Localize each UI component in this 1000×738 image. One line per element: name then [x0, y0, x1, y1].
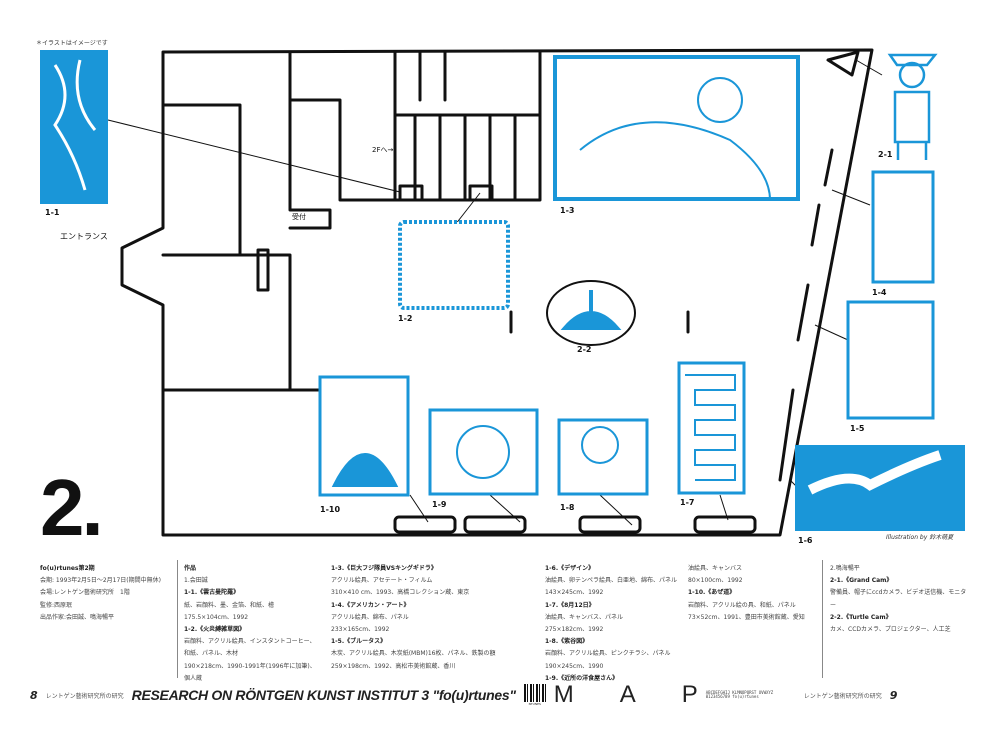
barcode: NTUNES — [523, 684, 546, 706]
page-number-right: 9 — [889, 688, 898, 702]
work-title: 1-6.《デザイン》 — [545, 565, 595, 572]
work-detail: 木炭、アクリル絵具、木炭紙(MBM)16枚、パネル、鉄製の額 — [331, 650, 496, 658]
work-detail: 紙、岩顔料、墨、金箔、和紙、檜 — [184, 601, 275, 609]
artwork-1-7 — [677, 361, 746, 495]
works-column-3: 1-6.《デザイン》 油絵具、卵テンペラ絵具、白亜地、綿布、パネル 143×24… — [545, 563, 680, 685]
floor-map — [40, 48, 965, 537]
info-line: 会場:レントゲン藝術研究所 1階 — [40, 589, 130, 597]
work-detail: アクリル絵具、アセテート・フィルム — [331, 577, 433, 585]
artist-name: 1.会田誠 — [184, 577, 208, 585]
works-column-2: 1-3.《巨大フジ隊員VSキングギドラ》 アクリル絵具、アセテート・フィルム 3… — [331, 563, 536, 673]
artwork-1-9 — [428, 408, 539, 496]
page-footer: 8 レントゲン藝術研究所の研究 RESEARCH ON RÖNTGEN KUNS… — [30, 681, 970, 708]
info-line: 会期: 1993年2月5日～2月17日(期間中無休) — [40, 577, 161, 585]
artist-name: 2.鳴海暢平 — [830, 565, 860, 572]
works-column-5: 2.鳴海暢平 2-1.《Grand Cam》 警備員、帽子にccdカメラ、ビデオ… — [830, 563, 970, 636]
work-detail: 油絵具、キャンバス、パネル — [545, 613, 624, 621]
section-number: 2. — [40, 463, 104, 552]
artwork-2-1 — [887, 53, 938, 160]
work-title: 2-1.《Grand Cam》 — [830, 577, 893, 585]
building-outline — [120, 48, 874, 537]
work-detail: アクリル絵具、綿布、パネル — [331, 613, 409, 621]
work-detail: 190×245cm、1990 — [545, 662, 604, 670]
work-title: 1-9.《近所の洋食屋さん》 — [545, 674, 619, 682]
barcode-graphic — [523, 684, 546, 702]
work-detail: 80×100cm、1992 — [688, 577, 743, 585]
work-title: 2-2.《Turtle Cam》 — [830, 613, 892, 621]
label-2-1: 2-1 — [878, 150, 893, 159]
reception-label: 受付 — [292, 213, 306, 221]
artwork-1-3 — [553, 55, 800, 201]
work-detail: 175.5×104cm、1992 — [184, 613, 249, 621]
column-divider — [822, 560, 823, 678]
work-detail: 岩顔料、アクリル絵具、インスタントコーヒー、和紙、パネル、木材 — [184, 638, 316, 658]
stairs-label: 2Fへ→ — [372, 146, 394, 154]
artwork-1-2 — [398, 220, 510, 310]
label-1-5: 1-5 — [850, 424, 865, 433]
info-line: 監修:西原珉 — [40, 601, 73, 609]
work-detail: 73×52cm、1991、豊田市美術館蔵、愛知 — [688, 613, 805, 621]
exhibition-title: fo(u)rtunes第2期 — [40, 565, 95, 572]
work-detail: 岩顔料、アクリル絵具、ピンクチラシ、パネル — [545, 650, 671, 658]
illustration-credit: Illustration by 鈴木萌夏 — [886, 534, 954, 541]
works-column-4: 油絵具、キャンバス 80×100cm、1992 1-10.《あぜ道》 岩顔料、ア… — [688, 563, 820, 624]
label-2-2: 2-2 — [577, 345, 592, 354]
section-name-left: レントゲン藝術研究所の研究 — [45, 692, 124, 700]
label-1-3: 1-3 — [560, 206, 575, 215]
label-1-2: 1-2 — [398, 314, 413, 323]
artwork-1-5 — [846, 300, 935, 420]
work-title: 1-7.《8月12日》 — [545, 601, 595, 609]
label-1-4: 1-4 — [872, 288, 887, 297]
works-column-1: 作品 1.会田誠 1-1.《雲古曼陀羅》 紙、岩顔料、墨、金箔、和紙、檜 175… — [184, 563, 319, 685]
work-detail: 190×218cm、1990-1991年(1996年に加筆)、個人蔵 — [184, 662, 316, 682]
barcode-text: NTUNES — [528, 702, 541, 706]
work-title: 1-3.《巨大フジ隊員VSキングギドラ》 — [331, 565, 437, 572]
work-title: 1-8.《紫谷図》 — [545, 638, 589, 646]
work-title: 1-4.《アメリカン・アート》 — [331, 601, 410, 609]
artwork-1-8 — [557, 418, 649, 496]
page-number-left: 8 — [30, 688, 38, 702]
work-detail: 259×198cm、1992、高松市美術館蔵、香川 — [331, 662, 456, 670]
work-title: 1-5.《ブルータス》 — [331, 638, 387, 646]
illustration-note: ＊イラストはイメージです — [36, 40, 108, 47]
decorative-type: ABCDEFGHIJ KLMNOPQRST UVWXYZ 0123456789 … — [705, 690, 774, 699]
running-title: RESEARCH ON RÖNTGEN KUNST INSTITUT 3 "fo… — [131, 687, 516, 703]
label-1-8: 1-8 — [560, 503, 575, 512]
artwork-1-4 — [871, 170, 935, 284]
label-1-6: 1-6 — [798, 536, 813, 545]
works-heading: 作品 — [184, 565, 197, 572]
map-letter: M — [553, 681, 574, 708]
work-detail: 310×410 cm、1993、高橋コレクション蔵、東京 — [331, 589, 470, 597]
work-detail: 警備員、帽子にccdカメラ、ビデオ送信機、モニター — [830, 589, 967, 609]
entrance-label: エントランス — [60, 232, 108, 241]
work-detail: 233×165cm、1992 — [331, 626, 390, 634]
work-title: 1-1.《雲古曼陀羅》 — [184, 589, 240, 597]
artwork-illustrations — [40, 50, 965, 531]
map-letter: A — [619, 681, 636, 708]
label-1-1: 1-1 — [45, 208, 60, 217]
work-title: 1-2.《火炎縛雑草図》 — [184, 626, 246, 634]
column-divider — [177, 560, 178, 678]
info-line: 出品作家:会田誠、鳴海暢平 — [40, 613, 115, 621]
work-detail: 275×182cm、1992 — [545, 626, 604, 634]
artwork-1-1 — [40, 50, 108, 204]
work-detail: 岩顔料、アクリル絵の具、和紙、パネル — [688, 601, 796, 609]
work-detail: 143×245cm、1992 — [545, 589, 604, 597]
label-1-9: 1-9 — [432, 500, 447, 509]
section-name-right: レントゲン藝術研究所の研究 — [803, 692, 882, 700]
work-title: 1-10.《あぜ道》 — [688, 589, 736, 597]
work-detail: 油絵具、卵テンペラ絵具、白亜地、綿布、パネル — [545, 577, 678, 585]
label-1-10: 1-10 — [320, 505, 341, 514]
work-detail: 油絵具、キャンバス — [688, 565, 743, 572]
map-letter: P — [681, 681, 698, 708]
exhibition-info: fo(u)rtunes第2期 会期: 1993年2月5日～2月17日(期間中無休… — [40, 563, 175, 624]
leader-lines — [107, 59, 883, 526]
work-detail: カメ、CCDカメラ、プロジェクター、人工芝 — [830, 626, 951, 634]
label-1-7: 1-7 — [680, 498, 695, 507]
